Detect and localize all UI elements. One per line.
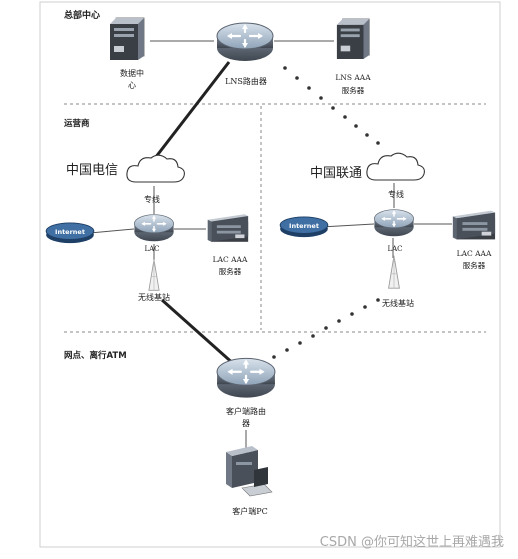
base-station-label-left: 无线基站 [138, 292, 170, 302]
lns-router-icon [215, 21, 275, 63]
link-internet-lac-right [320, 223, 375, 228]
private-line-cloud-icon-left [126, 154, 185, 183]
lac-aaa-left-label-line1: LAC AAA [213, 255, 248, 264]
datacenter-label-line2: 心 [128, 81, 136, 90]
lac-router-icon-right [373, 208, 415, 238]
private-line-label-left: 专线 [144, 194, 160, 204]
lac-label-left: LAC [144, 245, 159, 253]
lns-aaa-server-icon [336, 18, 370, 60]
lac-aaa-left-label-line2: 服务器 [219, 266, 242, 276]
customer-router-label-line1: 客户端路由 [226, 406, 266, 416]
lns-aaa-label-line2: 服务器 [342, 85, 365, 95]
link-internet-lac-left [89, 228, 135, 234]
private-line-cloud-icon-right [366, 152, 425, 181]
lac-aaa-server-icon-right [452, 210, 496, 240]
datacenter-server-icon [109, 17, 145, 61]
customer-pc-icon [226, 446, 273, 497]
base-station-label-right: 无线基站 [382, 298, 414, 308]
lac-aaa-right-label-line2: 服务器 [463, 260, 486, 270]
base-station-tower-icon-left [148, 259, 160, 291]
zone-label-hq: 总部中心 [64, 9, 100, 21]
base-station-tower-icon-right [388, 255, 400, 289]
internet-label-left: Internet [55, 228, 85, 236]
datacenter-label-line1: 数据中 [120, 68, 144, 78]
csdn-watermark: CSDN @你可知这世上再难遇我 [320, 534, 504, 550]
lns-router-label: LNS路由器 [225, 76, 267, 86]
lac-router-icon-left [133, 213, 175, 243]
diagram-frame [39, 1, 501, 548]
customer-pc-label: 客户端PC [232, 506, 268, 516]
link-basestation-customer [161, 298, 237, 368]
link-basestation-right-customer-dotted [272, 298, 380, 359]
lac-label-right: LAC [387, 245, 402, 253]
customer-router-icon [215, 357, 277, 399]
carrier-label-telecom: 中国电信 [66, 163, 118, 178]
carrier-label-unicom: 中国联通 [310, 166, 362, 181]
link-lns-telecom [150, 61, 231, 163]
internet-label-right: Internet [289, 222, 319, 230]
lac-aaa-server-icon-left [207, 214, 249, 242]
private-line-label-right: 专线 [388, 189, 404, 199]
lns-aaa-label-line1: LNS AAA [335, 73, 371, 82]
link-lns-unicom-dotted [283, 66, 380, 145]
zone-label-operator: 运营商 [64, 118, 90, 129]
customer-router-label-line2: 器 [242, 419, 250, 428]
lac-aaa-right-label-line1: LAC AAA [457, 249, 492, 258]
zone-label-branch: 网点、离行ATM [64, 350, 127, 361]
